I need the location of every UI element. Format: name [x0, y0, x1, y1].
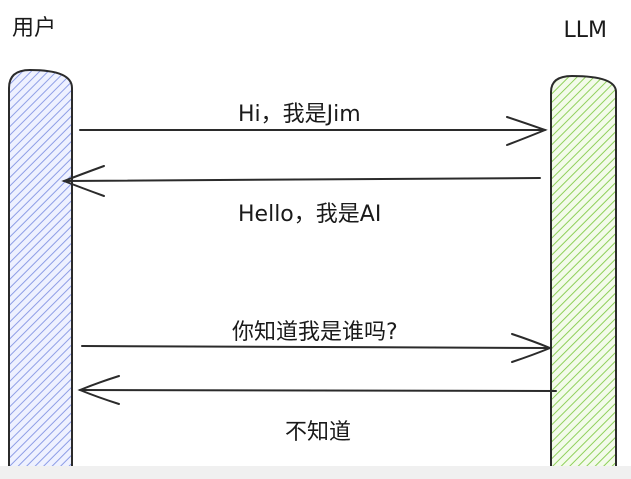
message-label-1: Hi，我是Jim: [238, 102, 361, 127]
arrow-response-1: [61, 165, 541, 197]
user-lifeline: [8, 68, 73, 466]
message-label-4: 不知道: [285, 420, 352, 445]
arrow-request-2: [81, 333, 553, 363]
diagram-canvas: [8, 68, 617, 466]
bottom-margin: [0, 466, 631, 479]
arrow-request-1: [79, 116, 548, 146]
llm-lifeline: [550, 74, 617, 466]
actor-label-user: 用户: [12, 16, 57, 41]
message-label-2: Hello，我是AI: [238, 202, 382, 227]
message-label-3: 你知道我是谁吗?: [232, 320, 398, 345]
arrow-response-2: [77, 375, 557, 405]
sequence-diagram: 用户 LLM Hi，我是Jim Hello，我是AI 你知道我是谁吗? 不知道: [0, 0, 631, 466]
actor-label-llm: LLM: [563, 18, 608, 43]
